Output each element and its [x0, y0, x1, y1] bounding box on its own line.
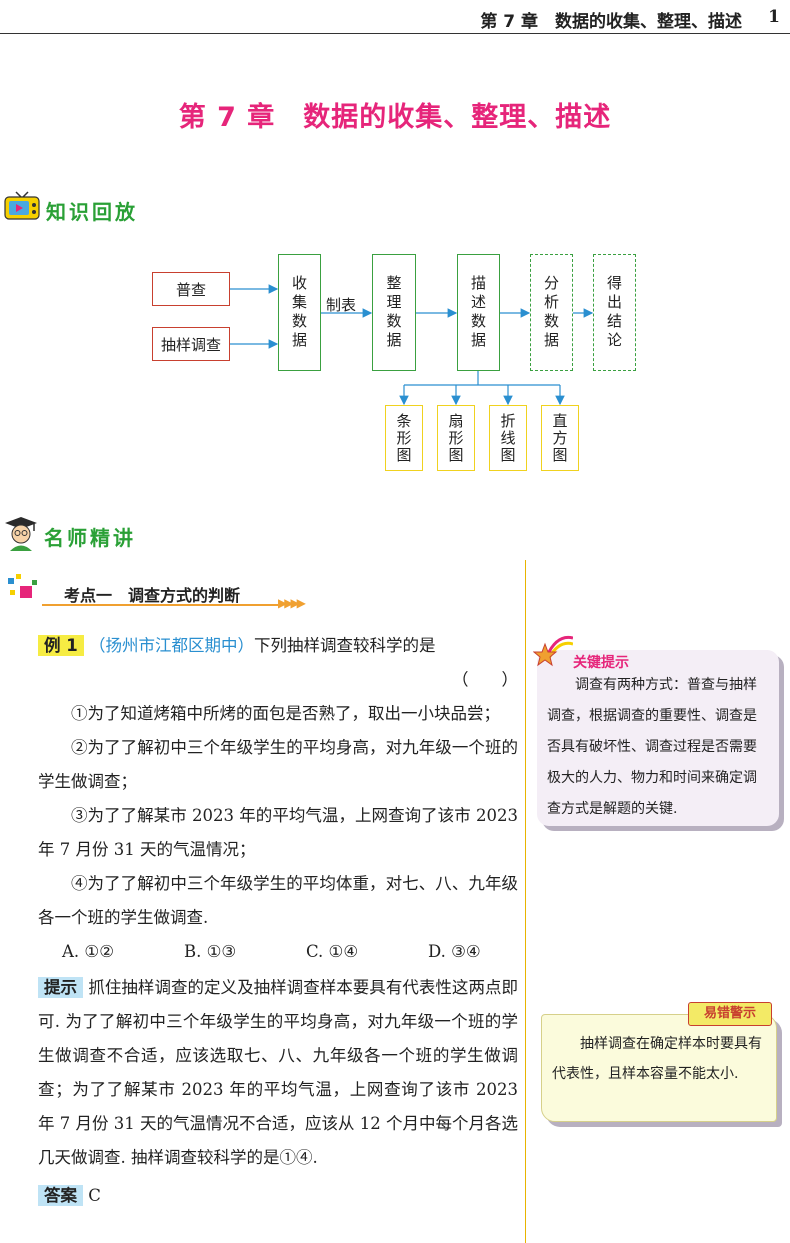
- tv-icon: [4, 190, 40, 222]
- node-organize-data: 整理数据: [372, 254, 416, 371]
- example-block: 例 1 （扬州市江都区期中）下列抽样调查较科学的是 （ ） ①为了知道烤箱中所烤…: [38, 629, 518, 1213]
- node-collect-data: 收集数据: [278, 254, 321, 371]
- example-item-3: ③为了了解某市 2023 年的平均气温，上网查询了该市 2023 年 7 月份 …: [38, 806, 518, 859]
- flowchart: 普查 抽样调查 收集数据 制表 整理数据 描述数据 分析数据 得出结论 条形图 …: [0, 0, 790, 480]
- node-draw-conclusion: 得出结论: [593, 254, 636, 371]
- option-d: D. ③④: [428, 942, 481, 961]
- node-line-chart: 折线图: [489, 405, 527, 471]
- node-describe-label: 描述数据: [469, 274, 487, 351]
- key-tip-box: 调查有两种方式：普查与抽样调查，根据调查的重要性、调查是否具有破坏性、调查过程是…: [537, 650, 779, 826]
- node-describe-data: 描述数据: [457, 254, 500, 371]
- topic-decor-icon: [6, 574, 42, 606]
- header-rule: [0, 33, 790, 34]
- example-label: 例 1: [38, 635, 84, 656]
- option-b: B. ①③: [184, 942, 237, 961]
- node-pie-chart: 扇形图: [437, 405, 475, 471]
- node-bar-chart: 条形图: [385, 405, 423, 471]
- answer-label: 答案: [38, 1185, 83, 1206]
- node-histogram: 直方图: [541, 405, 579, 471]
- hint-label: 提示: [38, 977, 84, 998]
- header-chapter-text: 第 7 章 数据的收集、整理、描述: [480, 12, 742, 32]
- warning-tip-box: 抽样调查在确定样本时要具有代表性，且样本容量不能太小.: [541, 1014, 777, 1122]
- answer-bracket: （ ）: [452, 670, 518, 689]
- node-conclude-label: 得出结论: [605, 274, 623, 351]
- flowchart-connectors: [230, 284, 594, 406]
- edge-label-tabulate: 制表: [326, 296, 357, 314]
- example-source: （扬州市江都区期中）: [88, 636, 254, 655]
- teacher-icon: [4, 516, 38, 552]
- node-analyze-data: 分析数据: [530, 254, 573, 371]
- topic-title: 考点一 调查方式的判断: [64, 586, 241, 605]
- star-icon: [532, 630, 574, 670]
- key-tip-text: 调查有两种方式：普查与抽样调查，根据调查的重要性、调查是否具有破坏性、调查过程是…: [547, 677, 757, 817]
- option-a: A. ①②: [62, 942, 114, 961]
- topic-arrows: ▶▶▶▶: [278, 596, 306, 610]
- chart-label: 条形图: [394, 412, 413, 464]
- page-number: 1: [768, 7, 780, 27]
- example-question: 例 1 （扬州市江都区期中）下列抽样调查较科学的是: [38, 629, 518, 663]
- node-organize-label: 整理数据: [384, 274, 403, 351]
- chapter-title: 第 7 章 数据的收集、整理、描述: [178, 102, 612, 133]
- example-question-text: 下列抽样调查较科学的是: [253, 636, 436, 655]
- node-census: 普查: [152, 272, 230, 306]
- section-title-review: 知识回放: [46, 200, 138, 224]
- node-analyze-label: 分析数据: [542, 274, 560, 351]
- node-sample-survey: 抽样调查: [152, 327, 230, 361]
- chart-label: 扇形图: [446, 412, 465, 464]
- node-collect-label: 收集数据: [290, 274, 308, 351]
- sidebar-divider: [525, 560, 526, 1243]
- answer-value: C: [88, 1186, 101, 1205]
- section-title-lecture: 名师精讲: [44, 526, 136, 550]
- running-header: 第 7 章 数据的收集、整理、描述 1: [0, 0, 790, 34]
- hint-paragraph: 提示 抓住抽样调查的定义及抽样调查样本要具有代表性这两点即可. 为了了解初中三个…: [38, 971, 518, 1175]
- hint-text: 抓住抽样调查的定义及抽样调查样本要具有代表性这两点即可. 为了了解初中三个年级学…: [38, 978, 519, 1167]
- example-item-4: ④为了了解初中三个年级学生的平均体重，对七、八、九年级各一个班的学生做调查.: [38, 874, 518, 927]
- example-item-2: ②为了了解初中三个年级学生的平均身高，对九年级一个班的学生做调查；: [38, 738, 518, 791]
- chart-label: 直方图: [550, 412, 569, 464]
- example-item-1: ①为了知道烤箱中所烤的面包是否熟了，取出一小块品尝；: [71, 704, 500, 723]
- warning-tip-title: 易错警示: [688, 1002, 772, 1026]
- answer-line: 答案 C: [38, 1179, 518, 1213]
- chart-label: 折线图: [498, 412, 517, 464]
- key-tip-title: 关键提示: [573, 655, 629, 671]
- example-options: A. ①② B. ①③ C. ①④ D. ③④: [38, 935, 518, 969]
- option-c: C. ①④: [306, 942, 359, 961]
- topic-underline: [42, 604, 278, 606]
- warning-tip-text: 抽样调查在确定样本时要具有代表性，且样本容量不能太小.: [552, 1036, 762, 1082]
